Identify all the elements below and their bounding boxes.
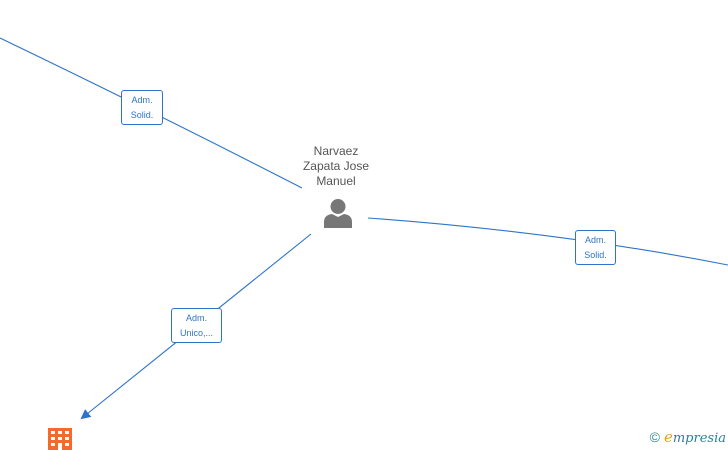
copyright-symbol: © <box>649 429 660 445</box>
edge-label-role-2-line-2: Solid. <box>584 250 607 260</box>
person-name-line-1: Narvaez <box>313 144 359 158</box>
edge-label-role-1-line-2: Solid. <box>130 110 154 120</box>
edge-label-role-3[interactable]: Adm. Unico,... <box>171 308 222 343</box>
empresia-watermark: © empresia <box>650 428 726 446</box>
person-name-line-2: Zapata Jose <box>302 159 370 173</box>
edge-label-role-2[interactable]: Adm. Solid. <box>575 230 616 265</box>
edge-line-right <box>367 217 728 266</box>
edge-label-role-2-line-1: Adm. <box>584 235 606 245</box>
person-node-label[interactable]: Narvaez Zapata Jose Manuel <box>286 144 386 189</box>
edge-label-role-3-line-2: Unico,... <box>179 328 213 338</box>
person-icon[interactable] <box>322 198 354 228</box>
edge-label-role-1-line-1: Adm. <box>131 95 153 105</box>
brand-initial: e <box>663 428 673 446</box>
brand-logo: empresia <box>664 428 726 446</box>
building-icon[interactable] <box>48 428 72 450</box>
edge-label-role-1[interactable]: Adm. Solid. <box>121 90 163 125</box>
person-name-line-3: Manuel <box>316 174 356 188</box>
brand-name-rest: mpresia <box>672 431 726 446</box>
edge-label-role-3-line-1: Adm. <box>185 313 207 323</box>
